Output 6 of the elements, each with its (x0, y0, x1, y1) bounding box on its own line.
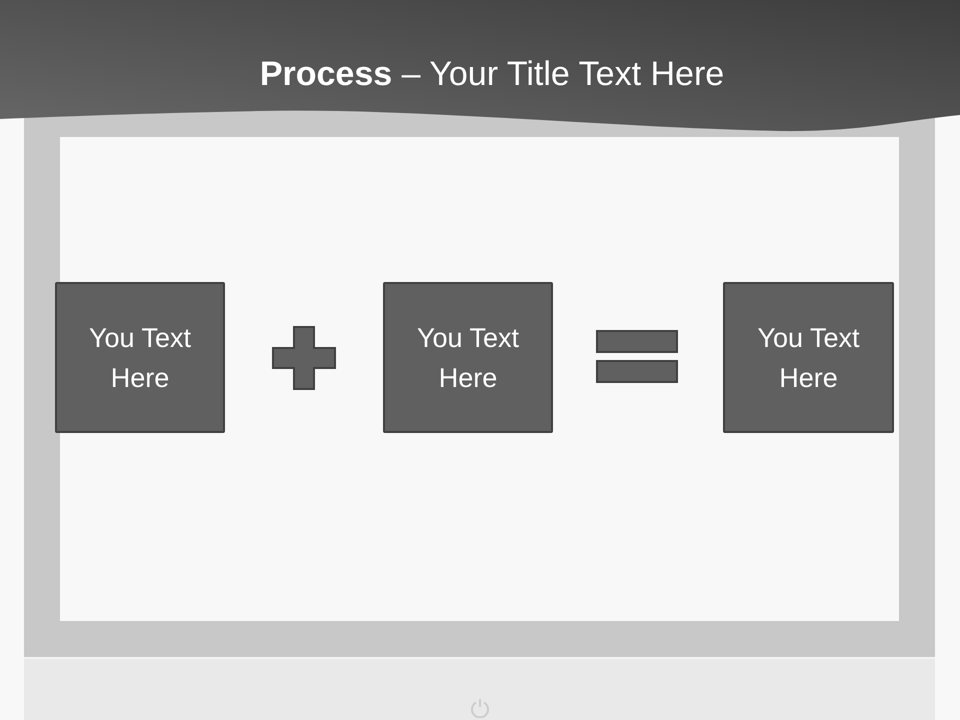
text-card: You Text Here (383, 282, 553, 433)
text-card: You Text Here (55, 282, 225, 433)
plus-icon (272, 326, 336, 390)
text-card: You Text Here (723, 282, 894, 433)
slide-title: Process – Your Title Text Here (260, 55, 724, 93)
equals-icon (596, 330, 678, 383)
